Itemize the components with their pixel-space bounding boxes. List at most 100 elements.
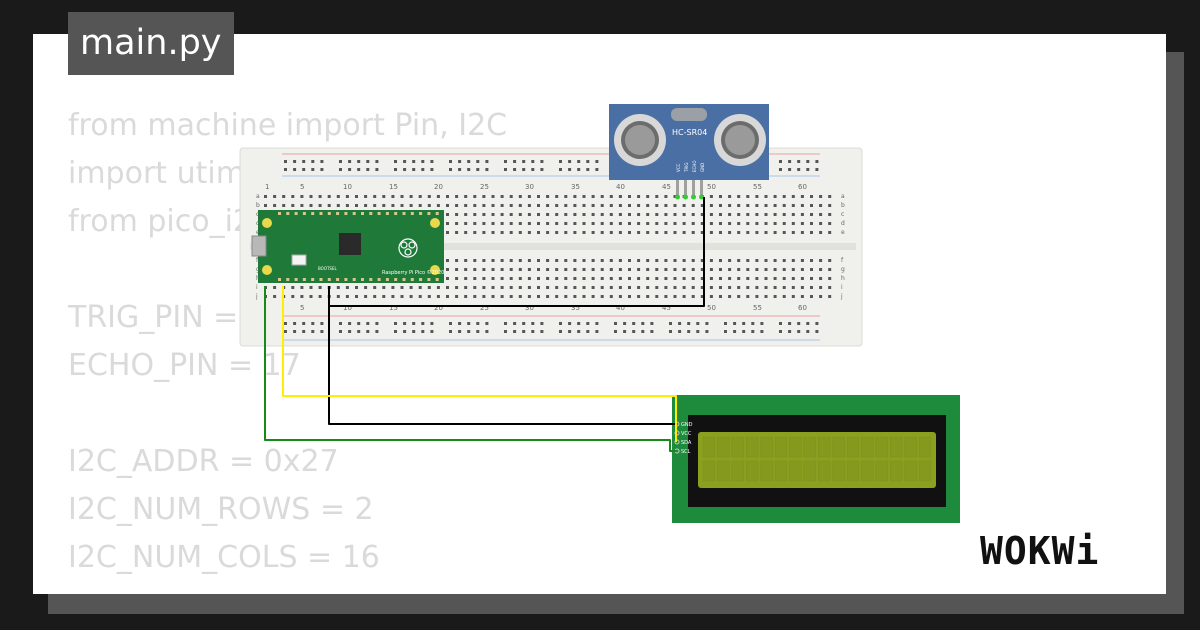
lcd-1602-i2c[interactable]: GND VCC SDA SCL bbox=[672, 395, 960, 523]
hole bbox=[391, 204, 395, 207]
hole bbox=[394, 160, 397, 163]
hole bbox=[336, 204, 340, 207]
hole bbox=[797, 160, 801, 163]
lcd-cell bbox=[832, 460, 845, 482]
hole bbox=[573, 213, 577, 216]
hole bbox=[410, 278, 414, 281]
hole bbox=[473, 222, 477, 225]
hole bbox=[600, 231, 604, 234]
hole bbox=[500, 195, 504, 198]
hole bbox=[755, 195, 759, 198]
hole bbox=[537, 259, 540, 262]
hole bbox=[400, 286, 404, 289]
hole bbox=[355, 195, 358, 198]
hole bbox=[664, 222, 668, 225]
hole bbox=[446, 231, 449, 234]
hc-sr04-sensor[interactable]: HC-SR04 VCC TRIG ECHO GND bbox=[609, 104, 769, 200]
hole bbox=[382, 286, 386, 289]
hole bbox=[764, 195, 768, 198]
hole bbox=[764, 213, 768, 216]
hole bbox=[696, 322, 700, 325]
hole bbox=[678, 330, 682, 333]
file-tab[interactable]: main.py bbox=[68, 12, 234, 75]
hole bbox=[591, 286, 595, 289]
hole bbox=[476, 330, 480, 333]
lcd-pin-label: GND bbox=[681, 422, 693, 428]
hole bbox=[806, 330, 810, 333]
code-line: I2C_NUM_ROWS = 2 bbox=[68, 492, 374, 527]
wire-green-lcd-scl bbox=[264, 286, 677, 452]
hole bbox=[373, 204, 377, 207]
sensor-pin-label: ECHO bbox=[692, 161, 697, 172]
hole bbox=[491, 231, 495, 234]
hole bbox=[400, 295, 404, 298]
hole bbox=[655, 259, 659, 262]
hole bbox=[540, 160, 544, 163]
hole bbox=[403, 330, 407, 333]
hole bbox=[719, 213, 722, 216]
hole bbox=[828, 222, 832, 225]
hole bbox=[673, 259, 677, 262]
hole bbox=[476, 160, 480, 163]
hole bbox=[546, 195, 550, 198]
lcd-cell bbox=[875, 460, 889, 482]
hole bbox=[564, 259, 568, 262]
hole bbox=[573, 195, 577, 198]
hole bbox=[273, 286, 277, 289]
hole bbox=[467, 330, 471, 333]
hole bbox=[446, 259, 449, 262]
hole bbox=[700, 259, 704, 262]
hole bbox=[573, 222, 577, 225]
hole bbox=[546, 213, 550, 216]
lcd-cell bbox=[702, 436, 716, 458]
raspberry-pi-pico[interactable]: Raspberry Pi Pico ©2020 BOOTSEL bbox=[251, 210, 444, 283]
hole bbox=[300, 204, 304, 207]
hole bbox=[709, 286, 713, 289]
hole bbox=[319, 212, 323, 215]
hole bbox=[300, 295, 304, 298]
hole bbox=[691, 231, 695, 234]
hole bbox=[628, 213, 631, 216]
lcd-cell bbox=[789, 460, 802, 482]
hole bbox=[352, 278, 356, 281]
hole bbox=[719, 277, 722, 280]
hole bbox=[700, 268, 704, 271]
hole bbox=[364, 286, 368, 289]
hole bbox=[810, 286, 813, 289]
hole bbox=[537, 204, 540, 207]
pico-label: Raspberry Pi Pico ©2020 bbox=[382, 269, 444, 276]
hole bbox=[609, 277, 613, 280]
hole bbox=[641, 330, 645, 333]
hole bbox=[309, 295, 313, 298]
hole bbox=[632, 330, 636, 333]
hole bbox=[646, 259, 650, 262]
hole bbox=[746, 213, 750, 216]
hole bbox=[366, 168, 370, 171]
hole bbox=[455, 231, 459, 234]
hole bbox=[828, 195, 832, 198]
hole bbox=[518, 213, 522, 216]
hole bbox=[546, 204, 550, 207]
hole bbox=[746, 259, 750, 262]
hole bbox=[455, 204, 459, 207]
hole bbox=[344, 212, 348, 215]
hole bbox=[595, 322, 599, 325]
hole bbox=[573, 231, 577, 234]
hole bbox=[691, 259, 695, 262]
hole bbox=[293, 322, 297, 325]
hole bbox=[369, 212, 373, 215]
hole bbox=[455, 268, 459, 271]
bootsel-button[interactable] bbox=[291, 254, 307, 266]
hole bbox=[421, 168, 425, 171]
hole bbox=[655, 213, 659, 216]
col-number: 55 bbox=[753, 183, 762, 191]
hole bbox=[828, 213, 832, 216]
lcd-cell bbox=[889, 460, 903, 482]
lcd-cell bbox=[817, 460, 831, 482]
row-letter: e bbox=[841, 229, 845, 236]
hole bbox=[302, 278, 306, 281]
hole bbox=[339, 322, 342, 325]
hole bbox=[628, 286, 631, 289]
hole bbox=[691, 222, 695, 225]
hole bbox=[546, 277, 550, 280]
